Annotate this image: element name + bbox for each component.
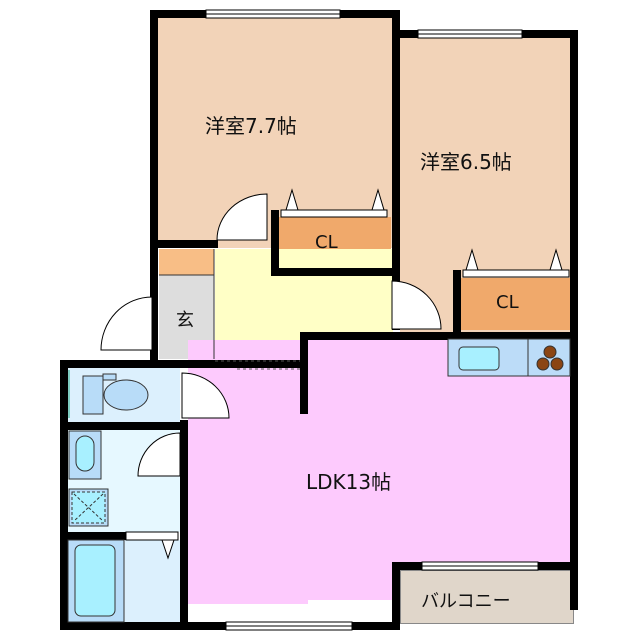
- wall: [352, 622, 400, 630]
- wall: [392, 562, 400, 630]
- wall: [570, 30, 578, 610]
- wall: [300, 332, 578, 340]
- room-label-ldk: LDK13帖: [306, 470, 392, 494]
- wall: [392, 30, 418, 38]
- wall: [271, 210, 279, 276]
- closet-2: [461, 278, 571, 330]
- wall: [180, 360, 188, 368]
- wall: [150, 10, 158, 366]
- room-label-entrance: 玄: [176, 310, 194, 331]
- wall: [538, 562, 578, 570]
- wall: [300, 332, 308, 414]
- wall: [60, 422, 188, 430]
- balcony: [400, 570, 574, 624]
- wall: [522, 30, 578, 38]
- room-label-western-7-7: 洋室7.7帖: [205, 114, 297, 138]
- wall: [60, 360, 68, 630]
- western-room-7-7: [158, 16, 394, 248]
- room-label-closet-1: CL: [315, 232, 338, 253]
- wall: [60, 532, 126, 540]
- room-label-balcony: バルコニー: [421, 591, 511, 612]
- wall: [392, 10, 400, 330]
- room-label-western-6-5: 洋室6.5帖: [420, 150, 512, 174]
- wall: [340, 10, 400, 18]
- wall: [271, 268, 399, 276]
- wall: [453, 270, 461, 332]
- wall: [392, 562, 422, 570]
- wall: [180, 420, 188, 630]
- shoe-box: [159, 249, 214, 275]
- wall: [60, 622, 226, 630]
- room-label-closet-2: CL: [496, 292, 519, 313]
- wall: [150, 240, 218, 248]
- wall: [150, 10, 206, 18]
